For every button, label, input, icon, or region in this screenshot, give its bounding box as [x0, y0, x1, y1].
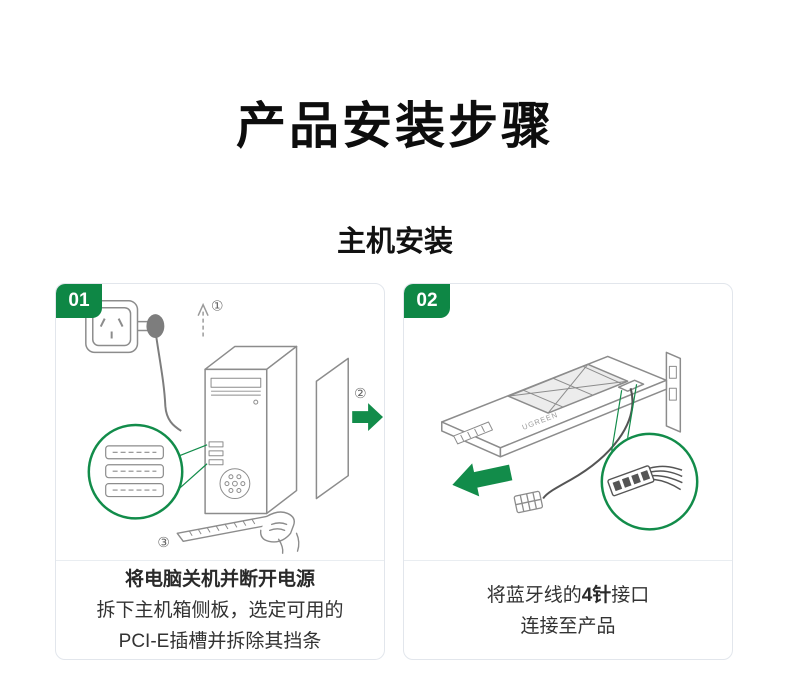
arrow-up-icon [197, 302, 209, 337]
bluetooth-cable-icon [513, 387, 634, 514]
arrow-left-icon [452, 463, 513, 497]
step-2-caption: 将蓝牙线的4针接口 连接至产品 [404, 560, 732, 659]
side-panel-icon [315, 357, 349, 500]
step-2-caption-line1: 将蓝牙线的4针接口 [410, 580, 726, 611]
step-1-badge: 01 [56, 284, 102, 318]
step-2-caption-line2: 连接至产品 [520, 615, 616, 637]
page-subtitle: 主机安装 [336, 226, 453, 258]
step-1-caption-line2: 拆下主机箱侧板，选定可用的 [96, 600, 344, 621]
tower-unplug-drawing: ① [85, 298, 384, 554]
steps-row: 01 [55, 283, 733, 660]
caption-bold-text: 4针 [581, 584, 612, 606]
step-card-1: 01 [55, 283, 385, 660]
annotation-2: ② [354, 385, 366, 401]
step-1-caption-line1: 将电脑关机并断开电源 [124, 569, 315, 590]
pc-tower-icon [204, 345, 298, 515]
step-1-illustration: ① [56, 284, 384, 560]
pcie-card-icon [441, 351, 682, 458]
power-plug-icon [137, 314, 182, 432]
annotation-3: ③ [157, 534, 169, 550]
caption-text: 将蓝牙线的 [486, 584, 582, 606]
zoom-circle-slots [87, 423, 208, 520]
zoom-circle-connector [600, 384, 699, 531]
pci-bracket-icon [176, 515, 274, 542]
arrow-right-icon [352, 403, 384, 431]
step-2-illustration: UGREEN [404, 284, 732, 560]
step-2-badge: 02 [404, 284, 450, 318]
annotation-1: ① [211, 298, 223, 314]
hand-icon [259, 511, 300, 554]
step-1-caption-line3: PCI-E插槽并拆除其挡条 [118, 631, 322, 652]
step-card-2: 02 [403, 283, 733, 660]
caption-text: 接口 [611, 584, 650, 606]
card-cable-drawing: UGREEN [441, 351, 699, 531]
page-title: 产品安装步骤 [236, 98, 554, 154]
step-1-caption: 将电脑关机并断开电源 拆下主机箱侧板，选定可用的 PCI-E插槽并拆除其挡条 [56, 560, 384, 659]
